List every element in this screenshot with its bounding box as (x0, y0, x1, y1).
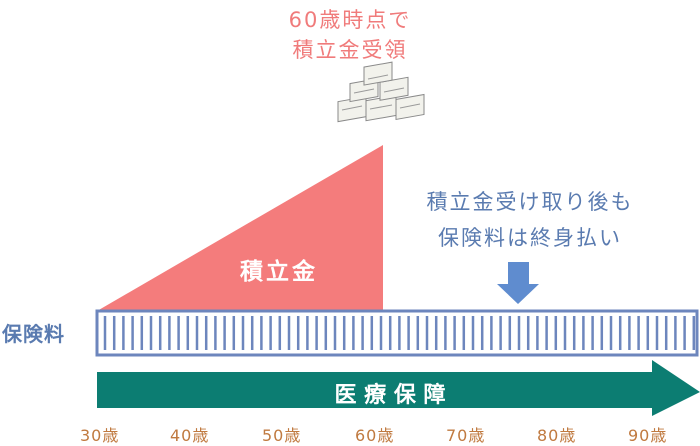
right-caption-line1: 積立金受け取り後も (426, 190, 634, 214)
age-tick-70: 70歳 (446, 426, 486, 445)
top-caption-line2: 積立金受領 (292, 38, 408, 62)
age-tick-90: 90歳 (628, 426, 668, 445)
top-caption-line1: 60歳時点で (288, 8, 412, 32)
premium-label: 保険料 (2, 322, 65, 346)
age-tick-80: 80歳 (537, 426, 577, 445)
age-tick-40: 40歳 (170, 426, 210, 445)
right-caption-line2: 保険料は終身払い (438, 226, 622, 250)
money-stack-icon (337, 61, 425, 123)
age-tick-60: 60歳 (355, 426, 395, 445)
coverage-arrow (97, 360, 700, 416)
premium-bar (95, 309, 699, 357)
arrow-down-icon (497, 262, 539, 304)
coverage-label: 医 療 保 障 (334, 383, 446, 408)
savings-label: 積立金 (240, 259, 318, 285)
age-tick-50: 50歳 (262, 426, 302, 445)
savings-triangle (97, 145, 383, 311)
age-tick-30: 30歳 (80, 426, 120, 445)
